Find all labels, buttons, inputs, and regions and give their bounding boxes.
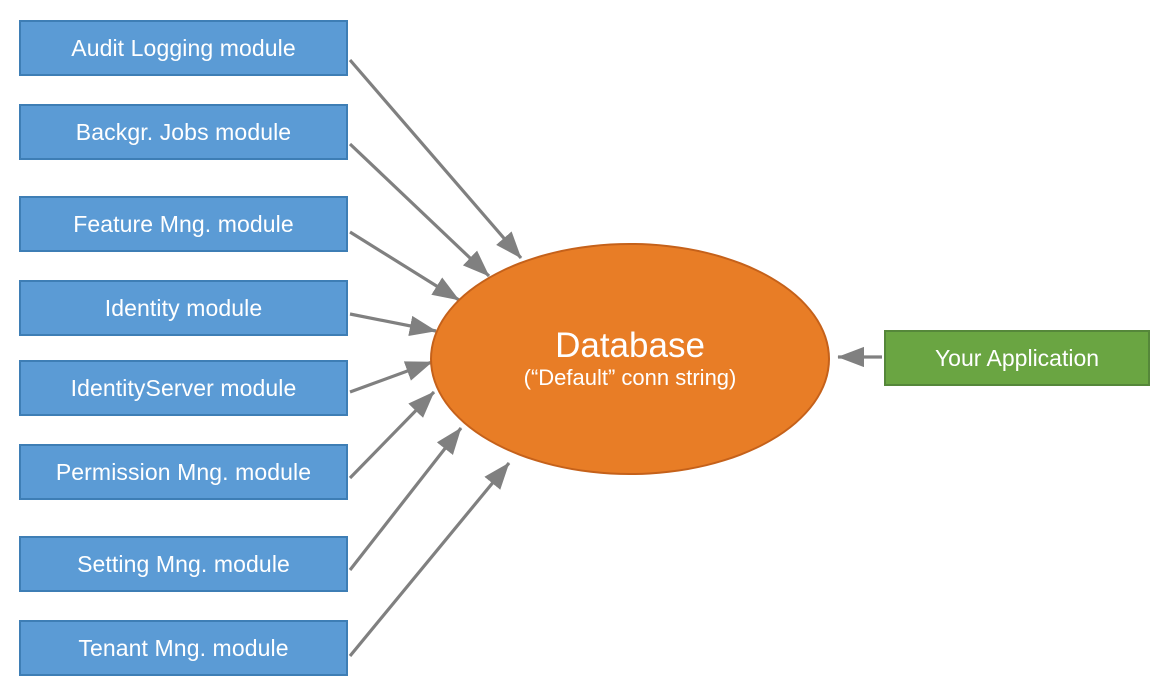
arrow-backgr-jobs-to-database [348,142,491,278]
module-box-audit-logging[interactable]: Audit Logging module [19,20,348,76]
module-box-backgr-jobs[interactable]: Backgr. Jobs module [19,104,348,160]
database-title: Database [555,325,705,365]
module-box-feature-mng[interactable]: Feature Mng. module [19,196,348,252]
module-label: Backgr. Jobs module [75,118,292,145]
your-application-node[interactable]: Your Application [884,330,1150,386]
module-box-setting-mng[interactable]: Setting Mng. module [19,536,348,592]
arrow-tenant-mng-to-database [348,461,511,658]
module-box-tenant-mng[interactable]: Tenant Mng. module [19,620,348,676]
module-box-identityserver[interactable]: IdentityServer module [19,360,348,416]
arrow-permission-mng-to-database [348,390,436,480]
module-label: IdentityServer module [70,374,297,401]
module-label: Audit Logging module [71,34,296,61]
module-box-permission-mng[interactable]: Permission Mng. module [19,444,348,500]
application-label: Your Application [934,344,1100,371]
module-label: Feature Mng. module [73,210,294,237]
module-label: Tenant Mng. module [78,634,289,661]
arrow-setting-mng-to-database [348,427,463,571]
module-label: Identity module [104,294,263,321]
arrow-identity-to-database [349,312,437,336]
arrow-feature-mng-to-database [349,230,460,302]
module-label: Permission Mng. module [55,458,312,485]
database-node[interactable]: Database (“Default” conn string) [430,243,830,475]
module-label: Setting Mng. module [77,550,290,577]
module-box-identity[interactable]: Identity module [19,280,348,336]
arrow-identityserver-to-database [349,360,433,394]
arrow-audit-logging-to-database [348,58,523,260]
database-subtitle: (“Default” conn string) [523,365,737,391]
